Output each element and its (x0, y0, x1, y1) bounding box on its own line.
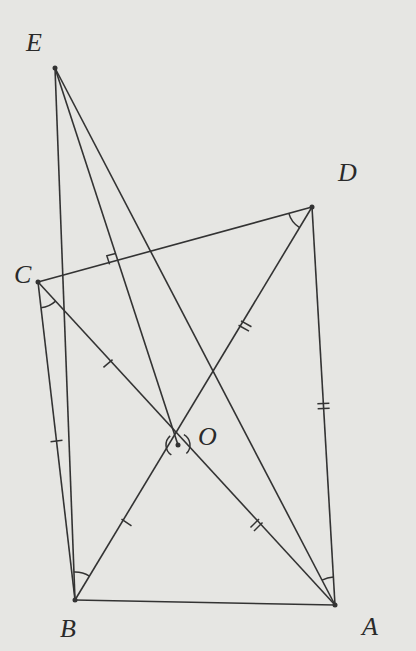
angle-mark (184, 435, 190, 454)
tick-mark (103, 360, 112, 368)
angle-mark (322, 577, 333, 580)
tick-mark (317, 402, 329, 404)
vertex-dot (310, 205, 315, 210)
tick-mark (318, 407, 330, 409)
point-label: D (338, 160, 357, 186)
vertex-dot (176, 443, 181, 448)
tick-mark (122, 519, 132, 526)
vertex-dot (333, 603, 338, 608)
right-angle-mark (107, 253, 116, 264)
tick-mark (250, 519, 259, 527)
vertex-dot (73, 598, 78, 603)
line-segment (55, 68, 335, 605)
vertex-dot (36, 280, 41, 285)
line-segment (38, 282, 335, 605)
vertex-dot (53, 66, 58, 71)
line-segment (75, 600, 335, 605)
line-segment (312, 207, 335, 605)
tick-mark (239, 325, 249, 331)
angle-mark (289, 213, 300, 227)
tick-mark (241, 321, 251, 327)
point-label: C (14, 262, 31, 288)
point-label: B (60, 616, 76, 642)
angle-mark (74, 572, 90, 576)
point-label: A (362, 614, 378, 640)
line-segment (55, 68, 178, 445)
angle-mark (166, 436, 171, 455)
tick-mark (254, 523, 263, 531)
angle-mark (41, 301, 56, 308)
point-label: O (198, 424, 217, 450)
point-label: E (26, 30, 42, 56)
tick-mark (51, 440, 63, 441)
line-segment (38, 207, 312, 282)
line-segment (38, 282, 75, 600)
line-segment (75, 207, 312, 600)
